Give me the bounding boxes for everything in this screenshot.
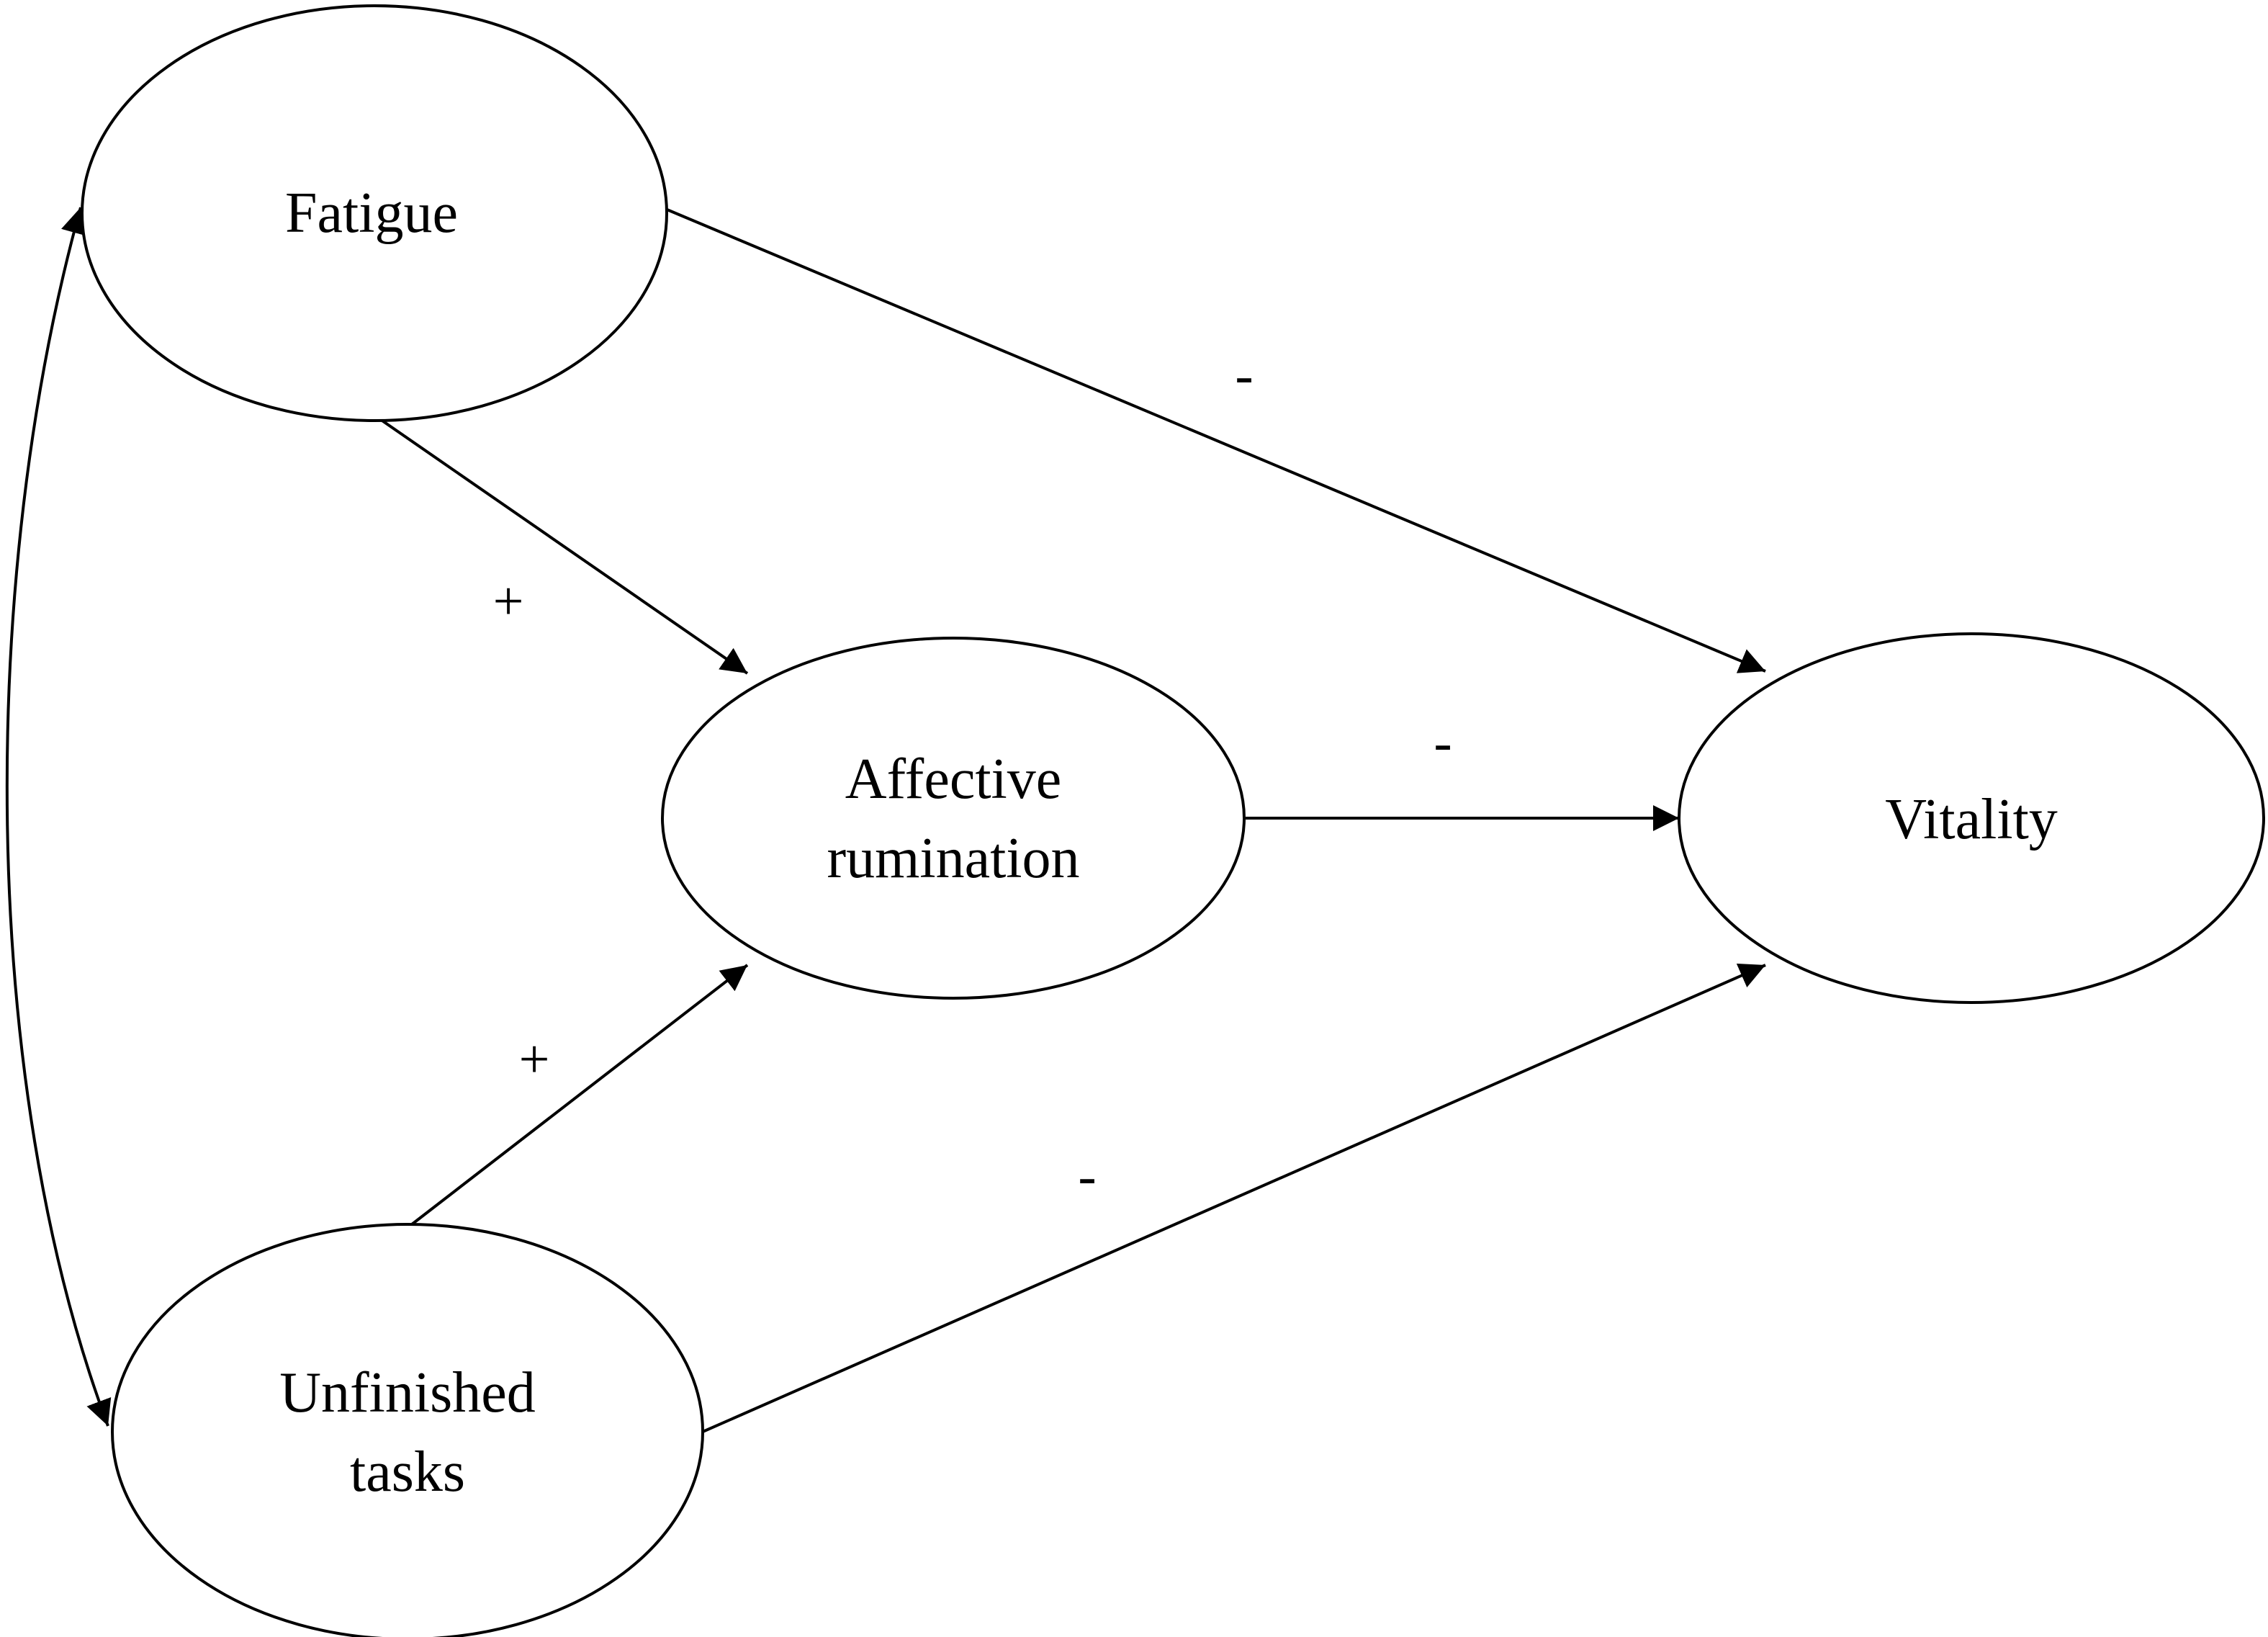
node-unfinished-tasks: Unfinished tasks bbox=[111, 1223, 704, 1637]
node-vitality-ellipse bbox=[1678, 632, 2265, 1004]
edge-sign-fatigue-to-vitality: - bbox=[1235, 345, 1253, 405]
edge-fatigue-unfinished-covariance bbox=[5, 207, 112, 1427]
edge-fatigue-to-rumination bbox=[374, 415, 749, 675]
edge-unfinished-to-vitality bbox=[702, 963, 1766, 1433]
node-fatigue: Fatigue bbox=[81, 4, 668, 422]
node-unfinished-tasks-ellipse bbox=[111, 1223, 704, 1637]
node-affective-rumination-label-line2: rumination bbox=[827, 827, 1079, 890]
node-vitality-label: Vitality bbox=[1885, 788, 2058, 851]
node-affective-rumination-label-line1: Affective bbox=[845, 748, 1062, 811]
edge-fatigue-to-vitality bbox=[665, 207, 1766, 673]
node-unfinished-tasks-label-line2: tasks bbox=[350, 1440, 465, 1504]
edge-sign-unfinished-to-rumination: + bbox=[519, 1029, 550, 1090]
node-fatigue-ellipse bbox=[81, 4, 668, 422]
edge-unfinished-to-rumination bbox=[410, 964, 749, 1226]
node-affective-rumination-ellipse bbox=[661, 637, 1246, 1000]
node-vitality: Vitality bbox=[1678, 632, 2265, 1004]
node-unfinished-tasks-label-line1: Unfinished bbox=[279, 1361, 536, 1425]
edge-sign-fatigue-to-rumination: + bbox=[493, 571, 524, 632]
edge-sign-rumination-to-vitality: - bbox=[1434, 712, 1452, 773]
node-affective-rumination: Affective rumination bbox=[661, 637, 1246, 1000]
edge-sign-unfinished-to-vitality: - bbox=[1078, 1146, 1096, 1206]
node-fatigue-label: Fatigue bbox=[285, 181, 458, 245]
